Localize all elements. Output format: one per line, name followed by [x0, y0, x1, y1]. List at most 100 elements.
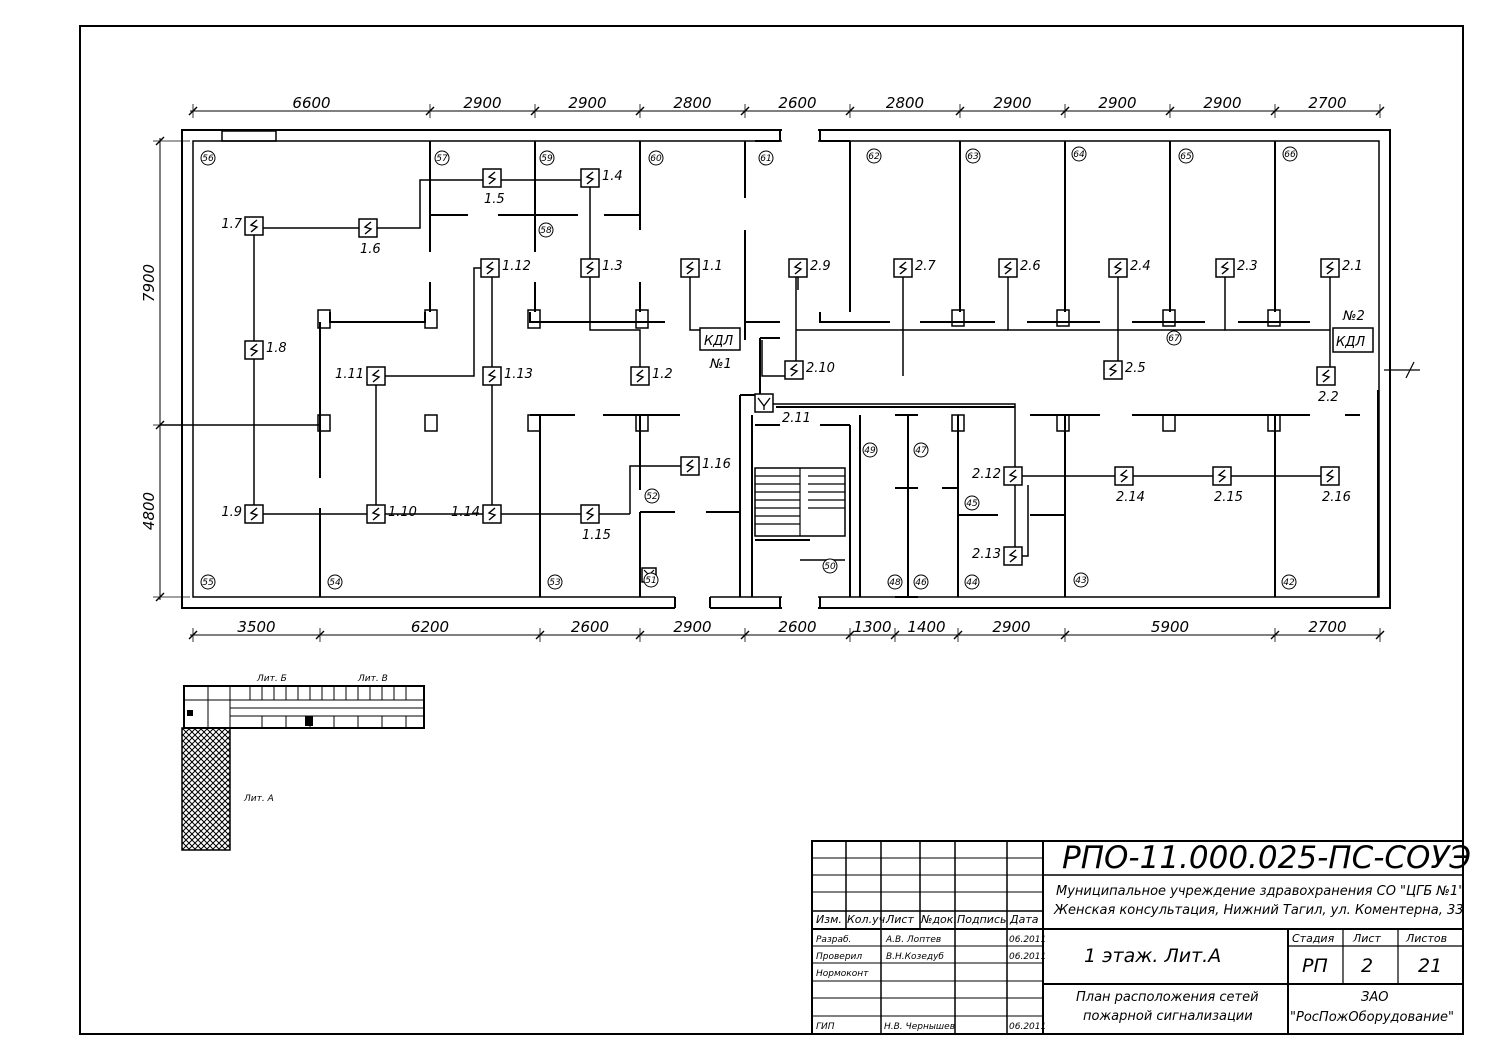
dimension-top: 6600: [292, 94, 330, 112]
title-block-text: РПО-11.000.025-ПС-СОУЭ Муниципальное учр…: [816, 840, 1471, 1032]
dimension-bottom: 2600: [571, 618, 609, 636]
smoke-detector-icon[interactable]: 2.2: [1316, 366, 1339, 405]
sounder-icon[interactable]: [754, 393, 774, 413]
kdl-panel-2[interactable]: КДЛ №2: [1332, 309, 1374, 353]
column: [424, 309, 438, 329]
smoke-detector-icon[interactable]: 2.13: [972, 546, 1023, 566]
detector-label: 2.2: [1318, 390, 1339, 405]
wall: [529, 312, 665, 323]
smoke-detector-icon[interactable]: 2.5: [1103, 360, 1146, 380]
kdl-panel-1[interactable]: КДЛ №1: [699, 327, 741, 372]
detector-label: 1.4: [602, 169, 623, 184]
smoke-detector-icon[interactable]: 1.1: [680, 258, 723, 278]
kdl-panel-2-number: №2: [1342, 309, 1365, 324]
dimension-bottom: 2900: [673, 618, 711, 636]
sheet-value: 2: [1361, 955, 1373, 977]
svg-text:60: 60: [650, 154, 662, 164]
svg-text:44: 44: [966, 578, 978, 588]
sheets-value: 21: [1418, 955, 1442, 977]
company-line-1: ЗАО: [1361, 990, 1388, 1005]
smoke-detector-icon[interactable]: 2.12: [972, 466, 1023, 486]
room-number: 56: [200, 150, 216, 166]
dimension-top: 2900: [1203, 94, 1241, 112]
detector-label: 2.5: [1125, 361, 1146, 376]
room-number: 60: [648, 150, 664, 166]
key-plan: Лит. Б Лит. В Лит. А: [181, 674, 425, 851]
column: [1056, 309, 1070, 327]
smoke-detector-icon[interactable]: 2.10: [784, 360, 835, 380]
date-proveril: 06.2011: [1009, 952, 1046, 962]
svg-text:55: 55: [202, 578, 214, 588]
smoke-detector-icon[interactable]: 1.16: [680, 456, 731, 476]
sheet-label: Лист: [1352, 932, 1381, 945]
smoke-detector-icon[interactable]: 2.4: [1108, 258, 1151, 278]
smoke-detector-icon[interactable]: 1.15: [580, 504, 611, 543]
wall: [762, 395, 1015, 407]
dimension-ticks: [153, 104, 1385, 642]
detector-label: 1.1: [702, 259, 723, 274]
room-number: 48: [887, 574, 903, 590]
svg-text:61: 61: [760, 154, 771, 164]
svg-text:64: 64: [1073, 150, 1085, 160]
role-proveril: Проверил: [816, 952, 862, 962]
document-code: РПО-11.000.025-ПС-СОУЭ: [1062, 840, 1471, 876]
date-razrab: 06.2011: [1009, 935, 1046, 945]
organization-line-1: Муниципальное учреждение здравохранения …: [1056, 884, 1464, 899]
kdl-panel-1-label: КДЛ: [704, 334, 733, 349]
room-number: 63: [965, 148, 981, 164]
smoke-detector-icon[interactable]: 2.9: [788, 258, 831, 278]
svg-text:59: 59: [541, 154, 553, 164]
svg-text:43: 43: [1075, 576, 1087, 586]
smoke-detector-icon[interactable]: 1.3: [580, 258, 623, 278]
break-mark: [1384, 361, 1420, 379]
smoke-detector-icon[interactable]: 2.6: [998, 258, 1041, 278]
detector-label: 2.1: [1342, 259, 1363, 274]
dimension-left: 4800: [140, 492, 158, 530]
room-number: 47: [913, 442, 929, 458]
dimension-bottom: 5900: [1151, 618, 1189, 636]
column: [1162, 414, 1176, 432]
entrance-gap: [782, 594, 818, 612]
room-number: 45: [964, 495, 980, 511]
smoke-detector-icon[interactable]: 2.16: [1320, 466, 1351, 505]
organization-line-2: Женская консультация, Нижний Тагил, ул. …: [1053, 903, 1464, 918]
dimension-bottom: 3500: [237, 618, 275, 636]
smoke-detector-icon[interactable]: 1.14: [451, 504, 502, 524]
smoke-detector-icon[interactable]: 1.2: [630, 366, 673, 386]
sheet-title: 1 этаж. Лит.А: [1084, 945, 1221, 967]
detector-label: 1.10: [388, 505, 417, 520]
smoke-detector-icon[interactable]: 1.6: [358, 218, 381, 257]
smoke-detector-icon[interactable]: 2.1: [1320, 258, 1363, 278]
smoke-detector-icon[interactable]: 1.13: [482, 366, 533, 386]
wall: [740, 338, 761, 396]
smoke-detector-icon[interactable]: 1.9: [221, 504, 264, 524]
smoke-detector-icon[interactable]: 1.11: [335, 366, 386, 386]
detector-label: 2.13: [972, 547, 1001, 562]
detector-label: 1.14: [451, 505, 480, 520]
smoke-detector-icon[interactable]: 2.14: [1114, 466, 1145, 505]
smoke-detector-icon[interactable]: 2.11: [782, 411, 811, 426]
detector-label: 1.13: [504, 367, 533, 382]
date-gip: 06.2011: [1009, 1022, 1046, 1032]
smoke-detector-icon[interactable]: 2.15: [1212, 466, 1243, 505]
entrance-gap: [675, 594, 710, 612]
column: [527, 309, 541, 329]
smoke-detector-icon[interactable]: 2.7: [893, 258, 936, 278]
smoke-detector-icon[interactable]: 1.12: [480, 258, 531, 278]
smoke-detector-icon[interactable]: 1.5: [482, 168, 505, 207]
svg-text:62: 62: [868, 152, 880, 162]
key-plan-lit-bv: [183, 685, 425, 729]
smoke-detector-icon[interactable]: 1.7: [221, 216, 264, 236]
floor-plan: [160, 126, 1420, 612]
smoke-detector-icon[interactable]: 1.8: [244, 340, 287, 360]
smoke-detector-icon[interactable]: 2.3: [1215, 258, 1258, 278]
svg-text:48: 48: [889, 578, 901, 588]
smoke-detector-icon[interactable]: 1.4: [580, 168, 623, 188]
detector-label: 2.9: [810, 259, 831, 274]
column: [1162, 309, 1176, 327]
entrance-gap: [782, 126, 818, 144]
header-list: Лист: [885, 913, 914, 926]
smoke-detector-icon[interactable]: 1.10: [366, 504, 417, 524]
